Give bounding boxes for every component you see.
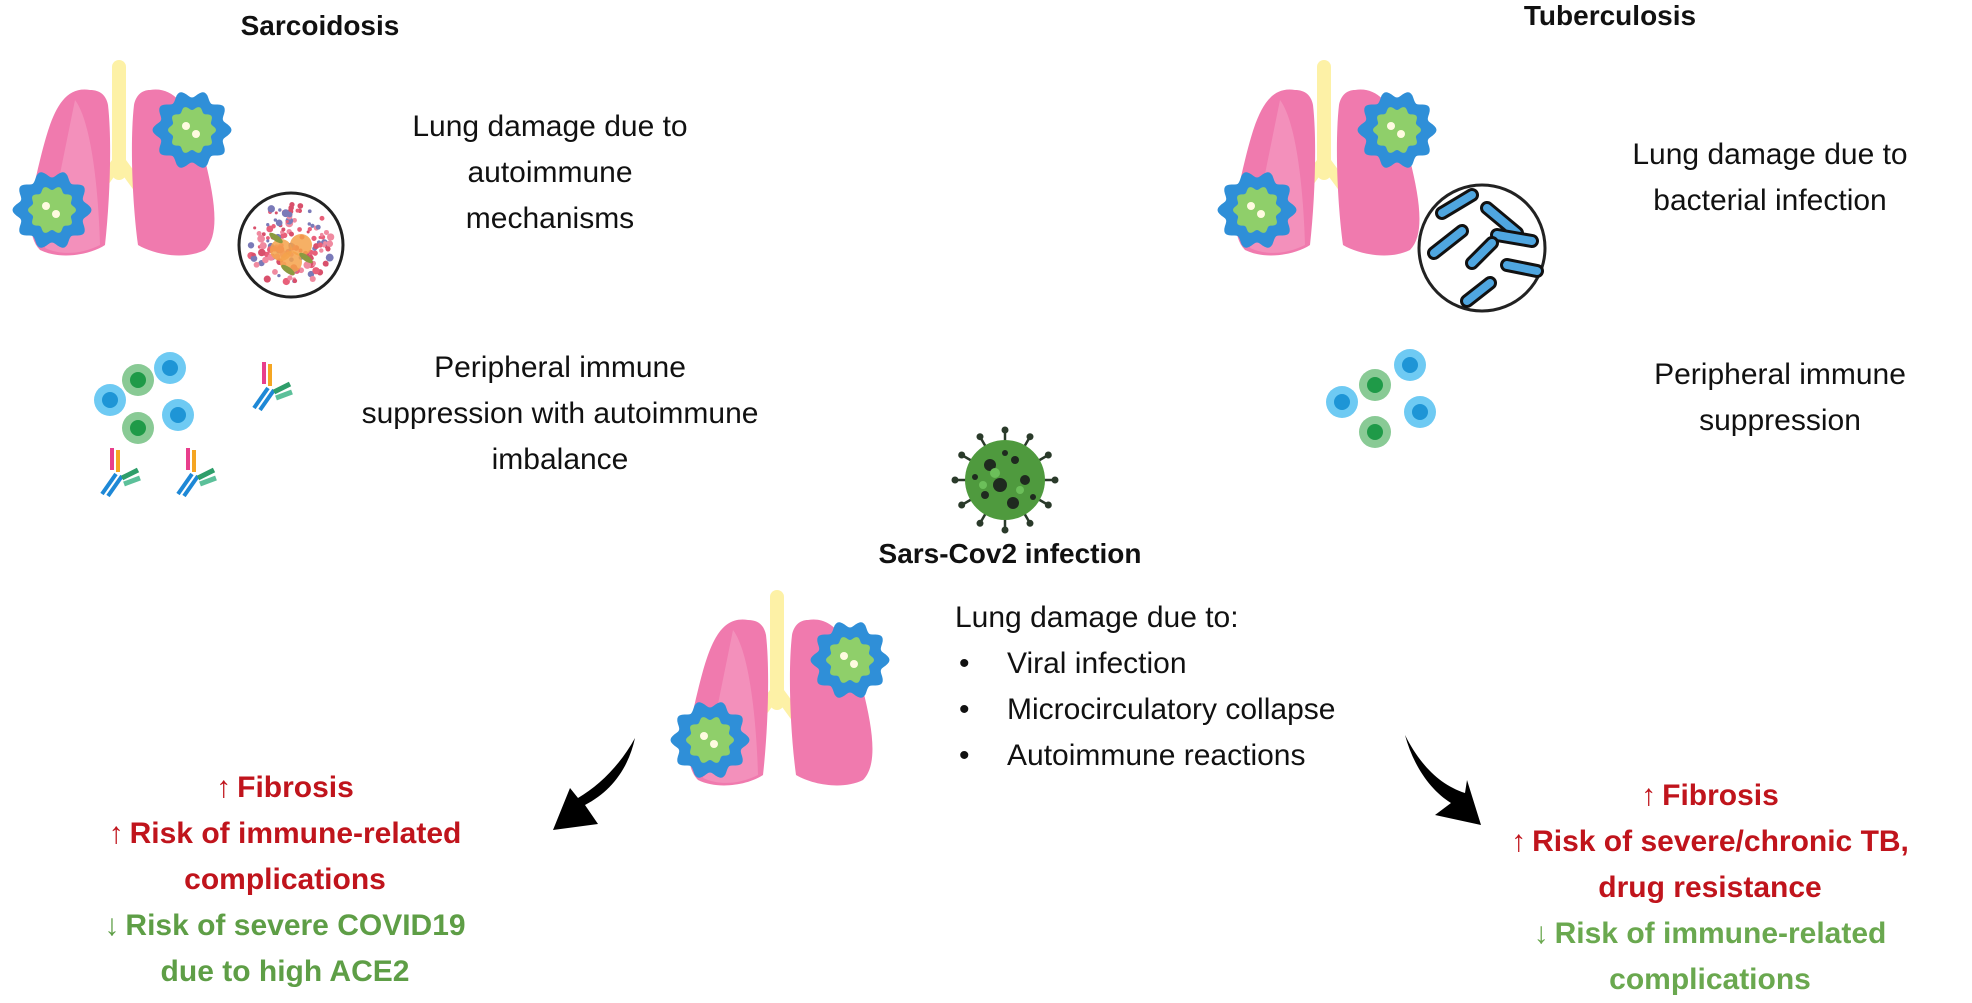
antibody-icon [252,362,293,412]
arrow-up-icon: ↑ [108,817,124,850]
arrow-to-tuberculosis-outcomes [1405,735,1481,825]
outcome-text: due to high ACE2 [160,955,410,988]
lymphocyte-icon [1326,386,1358,418]
outcome-text: complications [184,863,386,896]
text-line: autoimmune [467,156,633,189]
sarcoidosis-title: Sarcoidosis [240,10,400,41]
outcome-text: Fibrosis [1662,779,1779,812]
bacteria-rods-icon [1417,183,1547,313]
trachea [1317,60,1331,180]
monocyte-icon [1359,369,1391,401]
antibody-icon [100,448,141,498]
lymphocyte-icon [94,384,126,416]
lymphocyte-icon [1394,349,1426,381]
bullet: • [959,647,970,680]
text-line: bacterial infection [1653,184,1887,217]
arrow-up-icon: ↑ [1511,825,1527,858]
outcome-text: Risk of severe COVID19 [125,909,466,942]
infected-cell-icon [670,702,750,778]
tuberculosis-immune-text: Peripheral immune suppression [1590,352,1970,444]
outcome-fibrosis: ↑Fibrosis [1460,773,1960,819]
outcome-text: complications [1609,963,1811,996]
covid-lung-damage-header: Lung damage due to: [955,601,1239,634]
infected-cell-icon [152,92,232,168]
sarcoidosis-immune-cells-icon [94,352,293,498]
outcome-text: Risk of immune-related [129,817,462,850]
coronavirus-icon [951,426,1059,534]
monocyte-icon [122,412,154,444]
monocyte-icon [1359,416,1391,448]
arrow-down-icon: ↓ [1533,917,1549,950]
granuloma-tissue-icon [237,191,345,299]
text-line: suppression with autoimmune [361,397,759,430]
arrow-up-icon: ↑ [1641,779,1657,812]
outcome-text: Fibrosis [237,771,354,804]
tuberculosis-immune-cells-icon [1326,349,1436,448]
tuberculosis-title: Tuberculosis [1523,0,1697,31]
text-line: Lung damage due to [1632,138,1908,171]
tuberculosis-lungs-icon [1217,60,1437,256]
outcome-immune-complications: ↑Risk of immune-related [40,811,530,857]
sarcoidosis-lungs-icon [12,60,232,256]
text-line: mechanisms [465,202,635,235]
arrow-down-icon: ↓ [104,909,120,942]
lymphocyte-icon [162,399,194,431]
outcome-text: drug resistance [1598,871,1822,904]
sarcoidosis-lung-damage-text: Lung damage due to autoimmune mechanisms [350,104,750,242]
outcome-severe-covid: ↓Risk of severe COVID19 [40,903,530,949]
outcome-immune-complications: ↓Risk of immune-related [1460,911,1960,957]
text-line: suppression [1699,404,1861,437]
list-item: • Viral infection [955,641,1475,687]
text-line: imbalance [491,443,629,476]
virus-body [965,440,1045,520]
arrow-up-icon: ↑ [216,771,232,804]
bullet: • [959,739,970,772]
list-item: • Autoimmune reactions [955,733,1475,779]
infected-cell-icon [810,622,890,698]
sarcoidosis-outcomes: ↑Fibrosis ↑Risk of immune-related compli… [40,765,530,995]
infected-cell-icon [1217,172,1297,248]
arrow-to-sarcoidosis-outcomes [553,738,635,830]
outcome-fibrosis: ↑Fibrosis [40,765,530,811]
cause-text: Microcirculatory collapse [1007,693,1336,726]
outcome-text: Risk of immune-related [1554,917,1887,950]
infected-cell-icon [1357,92,1437,168]
outcome-severe-tb: ↑Risk of severe/chronic TB, [1460,819,1960,865]
antibody-icon [176,448,217,498]
text-line: Peripheral immune [1654,358,1906,391]
lymphocyte-icon [154,352,186,384]
bullet: • [959,693,970,726]
tuberculosis-lung-damage-text: Lung damage due to bacterial infection [1560,132,1972,224]
list-item: • Microcirculatory collapse [955,687,1475,733]
lymphocyte-icon [1404,396,1436,428]
infected-cell-icon [12,172,92,248]
tuberculosis-outcomes: ↑Fibrosis ↑Risk of severe/chronic TB, dr… [1460,773,1960,1003]
monocyte-icon [122,364,154,396]
text-line: Lung damage due to [412,110,688,143]
covid-lung-damage-list: Lung damage due to: • Viral infection • Mi… [955,595,1475,779]
trachea [112,60,126,180]
sarcoidosis-immune-text: Peripheral immune suppression with autoi… [300,345,820,483]
outcome-text: Risk of severe/chronic TB, [1532,825,1909,858]
cause-text: Autoimmune reactions [1007,739,1306,772]
trachea [770,590,784,710]
covid-title: Sars-Cov2 infection [878,538,1142,569]
text-line: Peripheral immune [434,351,686,384]
cause-text: Viral infection [1007,647,1187,680]
covid-lungs-icon [670,590,890,786]
